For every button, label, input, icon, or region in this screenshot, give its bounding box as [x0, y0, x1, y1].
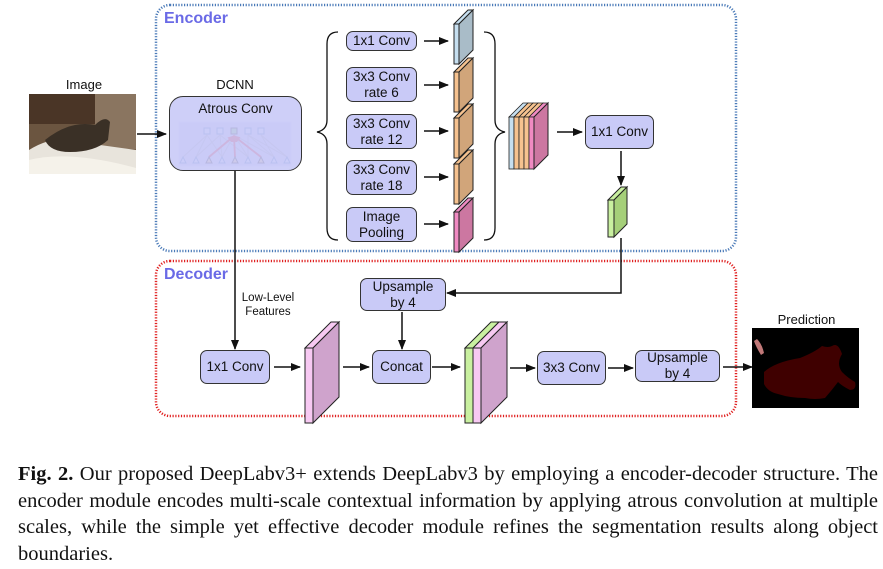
- aspp-feature-map: [452, 148, 475, 206]
- dcnn-label: DCNN: [216, 77, 254, 92]
- branch-rate: rate 12: [360, 131, 403, 147]
- upsample-factor: by 4: [664, 366, 691, 381]
- branch-label: 3x3 Conv: [352, 115, 411, 131]
- branch-rate: rate 6: [364, 84, 399, 100]
- decoder-1x1-conv: 1x1 Conv: [200, 350, 270, 384]
- branch-rate: rate 18: [360, 177, 403, 193]
- concatenated-features: [508, 101, 549, 171]
- input-image-label: Image: [65, 77, 103, 92]
- branch-label: 1x1 Conv: [352, 33, 411, 48]
- branch-label: 3x3 Conv: [352, 68, 411, 84]
- upsample-label: Upsample: [372, 278, 434, 294]
- diagram-canvas: [29, 3, 859, 425]
- low-level-feature-block: [303, 320, 341, 425]
- upsample-label: Upsample: [647, 350, 708, 365]
- branch-rate: Pooling: [358, 224, 405, 240]
- left-brace: [316, 31, 339, 241]
- encoder-output-block: [606, 185, 629, 239]
- stack-layer: [523, 116, 530, 170]
- decoder-pink-layer: [472, 347, 482, 424]
- conv3x3-label: 3x3 Conv: [542, 360, 601, 375]
- low-level-feature-map: [303, 320, 341, 425]
- decoder-concat-features: [463, 320, 509, 425]
- encoder-to-upsample-arrow: [446, 238, 622, 297]
- prediction-image: [752, 328, 859, 408]
- conv1x1-label: 1x1 Conv: [206, 359, 264, 374]
- decoder-concat-side: [480, 320, 508, 425]
- stack-layer: [518, 116, 525, 170]
- output-image-label: Prediction: [777, 312, 836, 327]
- upsample-factor: by 4: [390, 294, 416, 310]
- caption-label: Fig. 2.: [18, 463, 74, 485]
- stack-layer: [528, 116, 535, 170]
- aspp-branch-1x1-conv: 1x1 Conv: [346, 31, 417, 51]
- low-level-label-line1: Low-Level: [241, 292, 295, 304]
- decoder-green-layer: [464, 347, 474, 424]
- encoder-fuse-1x1-conv: 1x1 Conv: [585, 115, 654, 149]
- concat-label: Concat: [380, 359, 423, 374]
- encoder-output-feature: [606, 185, 629, 239]
- caption-text: Our proposed DeepLabv3+ extends DeepLabv…: [18, 463, 879, 565]
- aspp-feature-map: [452, 102, 475, 160]
- decoder-concat: Concat: [372, 350, 431, 384]
- right-brace: [483, 31, 506, 241]
- aspp-feature-map: [452, 56, 475, 114]
- input-image: [29, 94, 136, 174]
- decoder-region: [154, 259, 738, 418]
- architecture-diagram: Image Prediction Encoder Decoder DCNN At…: [29, 3, 859, 425]
- encoder-region: [154, 3, 738, 253]
- atrous-conv-label: Atrous Conv: [198, 101, 273, 116]
- branch-label: 3x3 Conv: [352, 161, 411, 177]
- figure-caption: Fig. 2. Our proposed DeepLabv3+ extends …: [18, 461, 878, 567]
- branch-label: Image: [362, 208, 401, 224]
- decoder-3x3-conv: 3x3 Conv: [537, 351, 606, 385]
- decoder-title: Decoder: [164, 266, 229, 283]
- encoder-title: Encoder: [164, 10, 229, 27]
- low-level-label-line2: Features: [245, 306, 291, 318]
- aspp-feature-map: [452, 8, 475, 66]
- atrous-conv-box: Atrous Conv: [169, 96, 302, 171]
- stack-side: [533, 101, 549, 171]
- stack-layer: [508, 116, 515, 170]
- aspp-feature-map: [452, 196, 475, 254]
- low-level-features-label: Low-Level Features: [238, 291, 298, 319]
- fuse-conv-label: 1x1 Conv: [590, 124, 649, 139]
- stack-layer: [513, 116, 520, 170]
